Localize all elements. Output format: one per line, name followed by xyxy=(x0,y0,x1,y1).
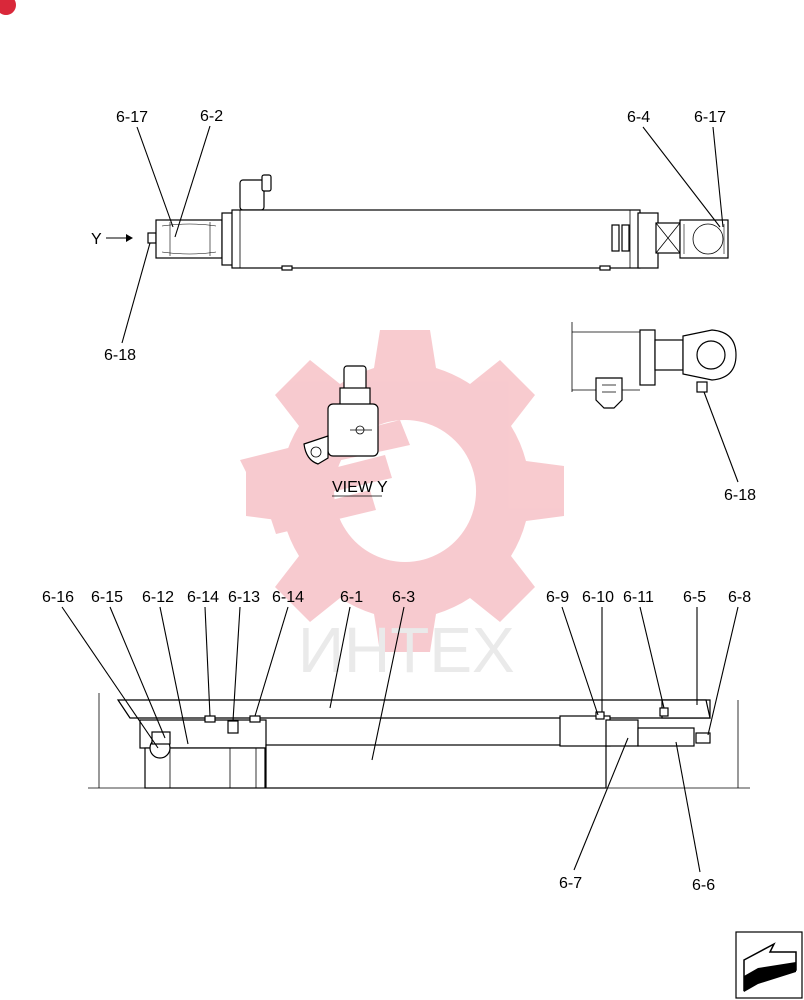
grease-nipple-left xyxy=(147,232,157,244)
view-y-detail: VIEW Y xyxy=(303,365,388,497)
label-6-10: 6-10 xyxy=(582,589,614,606)
cylinder-head xyxy=(637,212,659,269)
hydraulic-port-left xyxy=(239,179,265,211)
label-6-6: 6-6 xyxy=(692,877,715,894)
corner-badge xyxy=(0,0,16,15)
watermark-text: ИНТЕХ xyxy=(298,614,515,686)
cylinder-barrel xyxy=(231,209,641,269)
view-arrow-icon xyxy=(126,234,133,242)
label-6-4: 6-4 xyxy=(627,109,650,126)
cylinder-assembly-view: Y xyxy=(91,174,729,271)
label-6-11: 6-11 xyxy=(623,589,654,606)
top-labels: 6-17 6-2 6-4 6-17 6-18 xyxy=(104,108,726,364)
label-6-8: 6-8 xyxy=(728,589,751,606)
label-6-17-left: 6-17 xyxy=(116,109,148,126)
gear-watermark-icon xyxy=(246,330,564,652)
label-6-14-b: 6-14 xyxy=(272,589,304,606)
label-6-14-a: 6-14 xyxy=(187,589,219,606)
section-labels: 6-16 6-15 6-12 6-14 6-13 6-14 6-1 6-3 6-… xyxy=(42,589,751,894)
rod-eye xyxy=(679,219,729,259)
bottom-clevis xyxy=(155,219,223,259)
rod-end-detail: 6-18 xyxy=(571,322,756,504)
watermark: ИНТЕХ xyxy=(240,330,564,686)
next-page-arrow-icon xyxy=(743,942,797,992)
view-arrow-label: Y xyxy=(91,231,102,248)
label-6-18-top: 6-18 xyxy=(104,347,136,364)
label-6-5: 6-5 xyxy=(683,589,706,606)
cross-section-view xyxy=(88,693,750,789)
view-y-label: VIEW Y xyxy=(332,479,388,496)
label-6-7: 6-7 xyxy=(559,875,582,892)
label-6-9: 6-9 xyxy=(546,589,569,606)
label-6-3: 6-3 xyxy=(392,589,415,606)
label-6-1: 6-1 xyxy=(340,589,363,606)
label-6-16: 6-16 xyxy=(42,589,74,606)
label-6-13: 6-13 xyxy=(228,589,260,606)
label-6-17-right: 6-17 xyxy=(694,109,726,126)
label-6-2: 6-2 xyxy=(200,108,223,125)
label-6-12: 6-12 xyxy=(142,589,174,606)
next-page-button[interactable] xyxy=(735,931,803,999)
label-6-18-right: 6-18 xyxy=(724,487,756,504)
badge-icon xyxy=(0,0,16,15)
label-6-15: 6-15 xyxy=(91,589,123,606)
